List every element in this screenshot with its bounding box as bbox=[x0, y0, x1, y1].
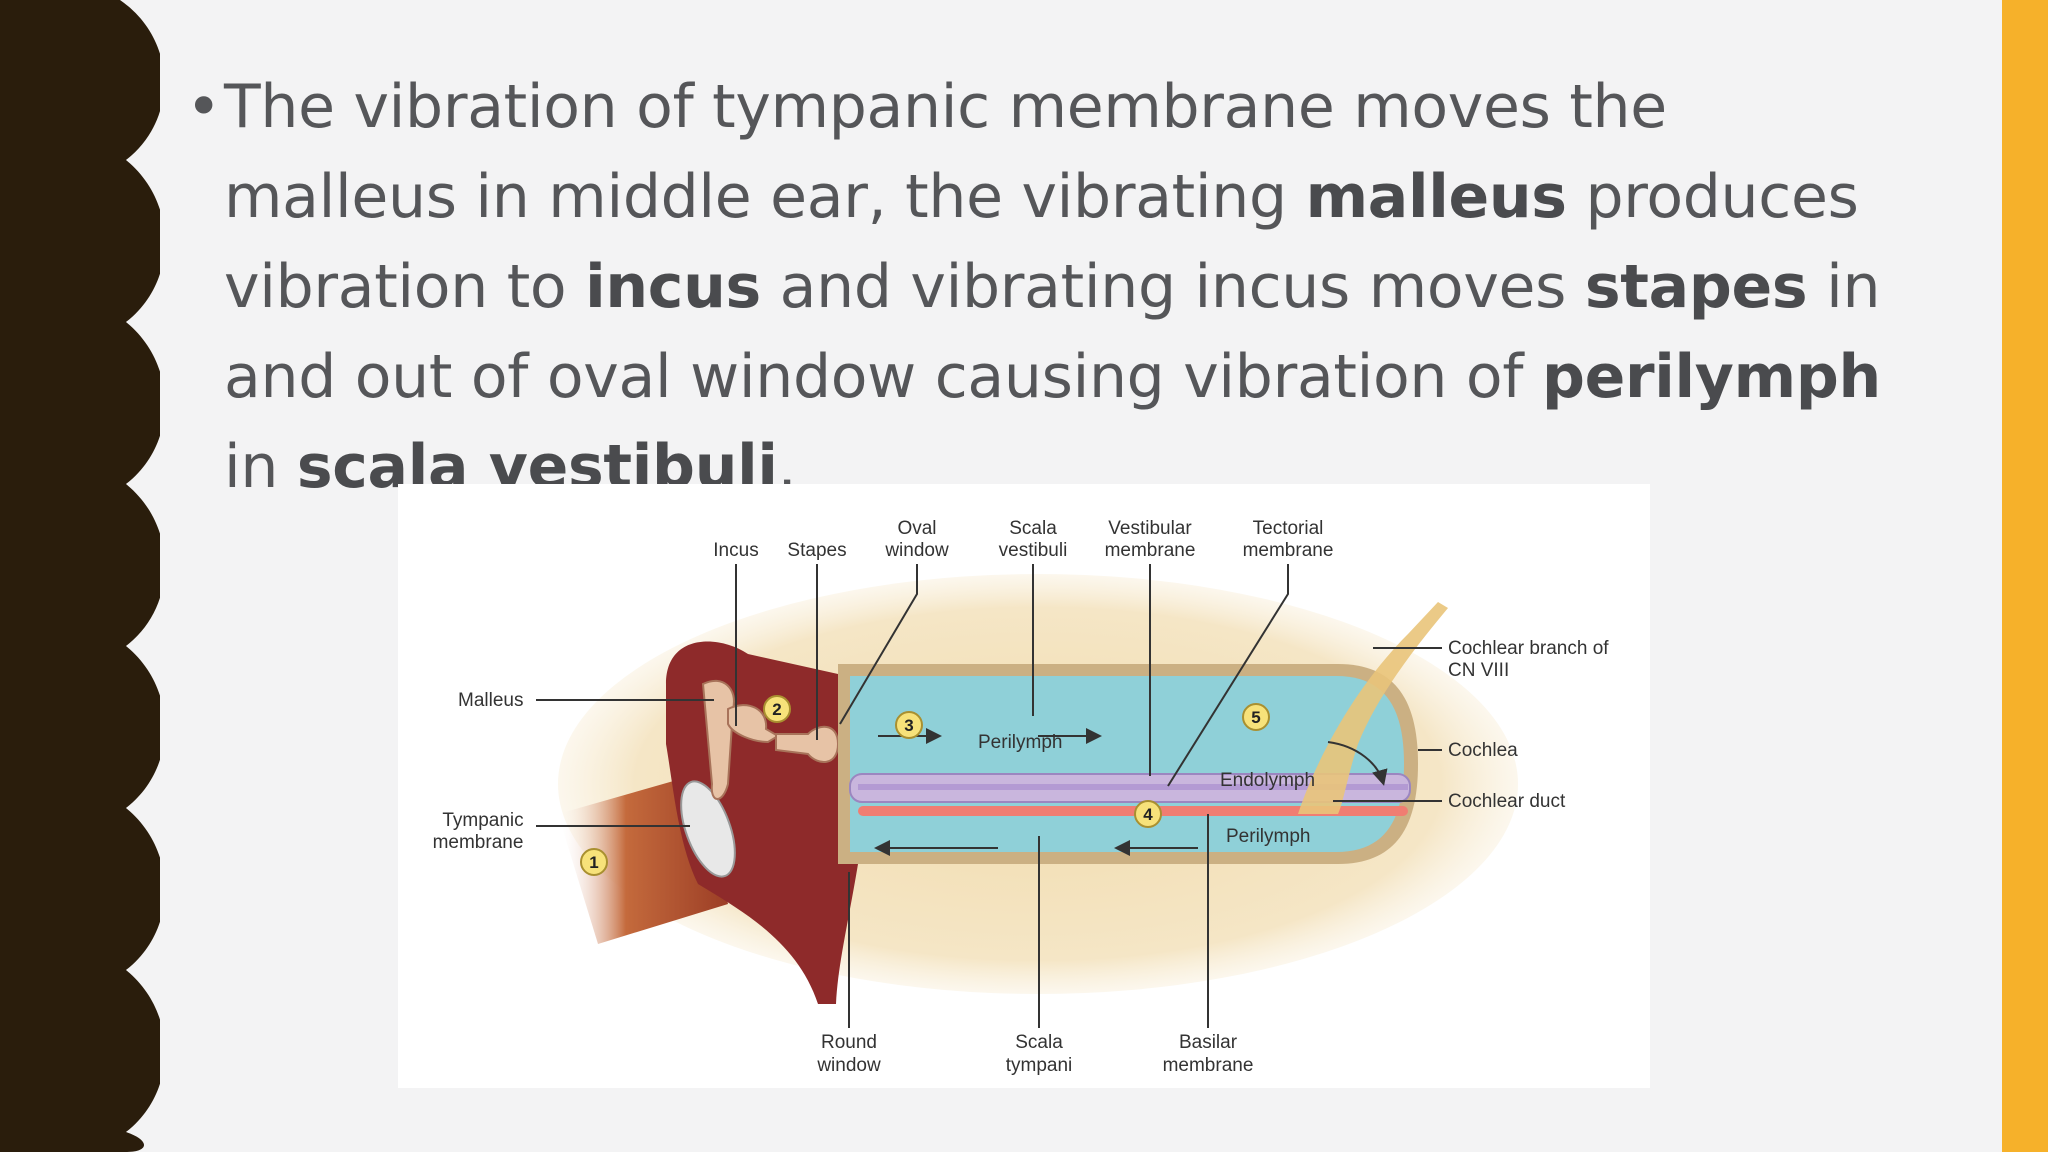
leader-oval-window bbox=[839, 564, 918, 725]
tectorial-membrane-strip bbox=[858, 784, 1408, 790]
label-cochlear-duct: Cochlear duct bbox=[1448, 791, 1566, 812]
svg-text:2: 2 bbox=[772, 700, 781, 719]
basilar-membrane bbox=[858, 806, 1408, 816]
left-wavy-border bbox=[0, 0, 160, 1152]
text-segment: in and out of oval window causing vibrat… bbox=[224, 252, 1881, 412]
label-tympanic-membrane-1: Tympanic bbox=[442, 810, 523, 831]
label-perilymph-top: Perilymph bbox=[978, 732, 1062, 753]
text-segment: in bbox=[224, 432, 297, 502]
label-oval-window-1: Oval bbox=[897, 518, 936, 539]
label-round-window-2: window bbox=[816, 1055, 881, 1076]
svg-text:5: 5 bbox=[1251, 708, 1260, 727]
bullet-marker: • bbox=[186, 72, 222, 142]
text-segment: and vibrating incus moves bbox=[760, 252, 1585, 322]
label-incus: Incus bbox=[713, 540, 758, 561]
cochlea-diagram: 1 2 3 4 5 Perilymph Endolymph Perilymph bbox=[398, 484, 1650, 1088]
label-malleus: Malleus bbox=[458, 690, 523, 711]
label-scala-vestibuli-1: Scala bbox=[1009, 518, 1057, 539]
label-stapes: Stapes bbox=[787, 540, 846, 561]
cochlea-diagram-svg: 1 2 3 4 5 Perilymph Endolymph Perilymph bbox=[433, 518, 1610, 1076]
label-cochlear-branch-2: CN VIII bbox=[1448, 660, 1509, 681]
label-endolymph: Endolymph bbox=[1220, 770, 1315, 791]
step-marker-2: 2 bbox=[763, 695, 791, 723]
bullet-text-body: The vibration of tympanic membrane moves… bbox=[186, 62, 1906, 512]
svg-text:4: 4 bbox=[1143, 805, 1153, 824]
label-tectorial-membrane-1: Tectorial bbox=[1253, 518, 1324, 539]
label-tectorial-membrane-2: membrane bbox=[1243, 540, 1334, 561]
bold-term-stapes: stapes bbox=[1584, 252, 1808, 322]
label-scala-tympani-1: Scala bbox=[1015, 1032, 1063, 1053]
label-tympanic-membrane-2: membrane bbox=[433, 832, 524, 853]
right-accent-bar bbox=[2002, 0, 2048, 1152]
label-round-window-1: Round bbox=[821, 1032, 877, 1053]
text-segment: produces vibration to bbox=[224, 162, 1859, 322]
label-cochlea: Cochlea bbox=[1448, 740, 1518, 761]
step-marker-1: 1 bbox=[580, 848, 608, 876]
label-scala-vestibuli-2: vestibuli bbox=[999, 540, 1068, 561]
label-perilymph-bottom: Perilymph bbox=[1226, 826, 1310, 847]
text-segment: The vibration of tympanic membrane moves… bbox=[224, 72, 1667, 232]
bullet-paragraph: • The vibration of tympanic membrane mov… bbox=[186, 62, 1906, 512]
label-vestibular-membrane-1: Vestibular bbox=[1108, 518, 1192, 539]
label-oval-window-2: window bbox=[884, 540, 949, 561]
cochlear-nerve bbox=[1298, 602, 1448, 814]
bold-term-incus: incus bbox=[585, 252, 761, 322]
tympanic-membrane bbox=[680, 780, 736, 878]
step-marker-3: 3 bbox=[895, 711, 923, 739]
label-basilar-membrane-1: Basilar bbox=[1179, 1032, 1238, 1053]
svg-text:1: 1 bbox=[589, 853, 598, 872]
malleus-bone bbox=[701, 679, 735, 800]
step-marker-5: 5 bbox=[1242, 703, 1270, 731]
label-basilar-membrane-2: membrane bbox=[1163, 1055, 1254, 1076]
step-marker-4: 4 bbox=[1134, 800, 1162, 828]
bold-term-perilymph: perilymph bbox=[1541, 342, 1881, 412]
bold-term-malleus: malleus bbox=[1305, 162, 1567, 232]
label-cochlear-branch-1: Cochlear branch of bbox=[1448, 638, 1609, 659]
leader-tectorial-membrane bbox=[1167, 564, 1289, 787]
label-scala-tympani-2: tympani bbox=[1006, 1055, 1073, 1076]
cochlea-tip-arrow bbox=[1327, 741, 1388, 786]
label-vestibular-membrane-2: membrane bbox=[1105, 540, 1196, 561]
svg-text:3: 3 bbox=[904, 716, 913, 735]
